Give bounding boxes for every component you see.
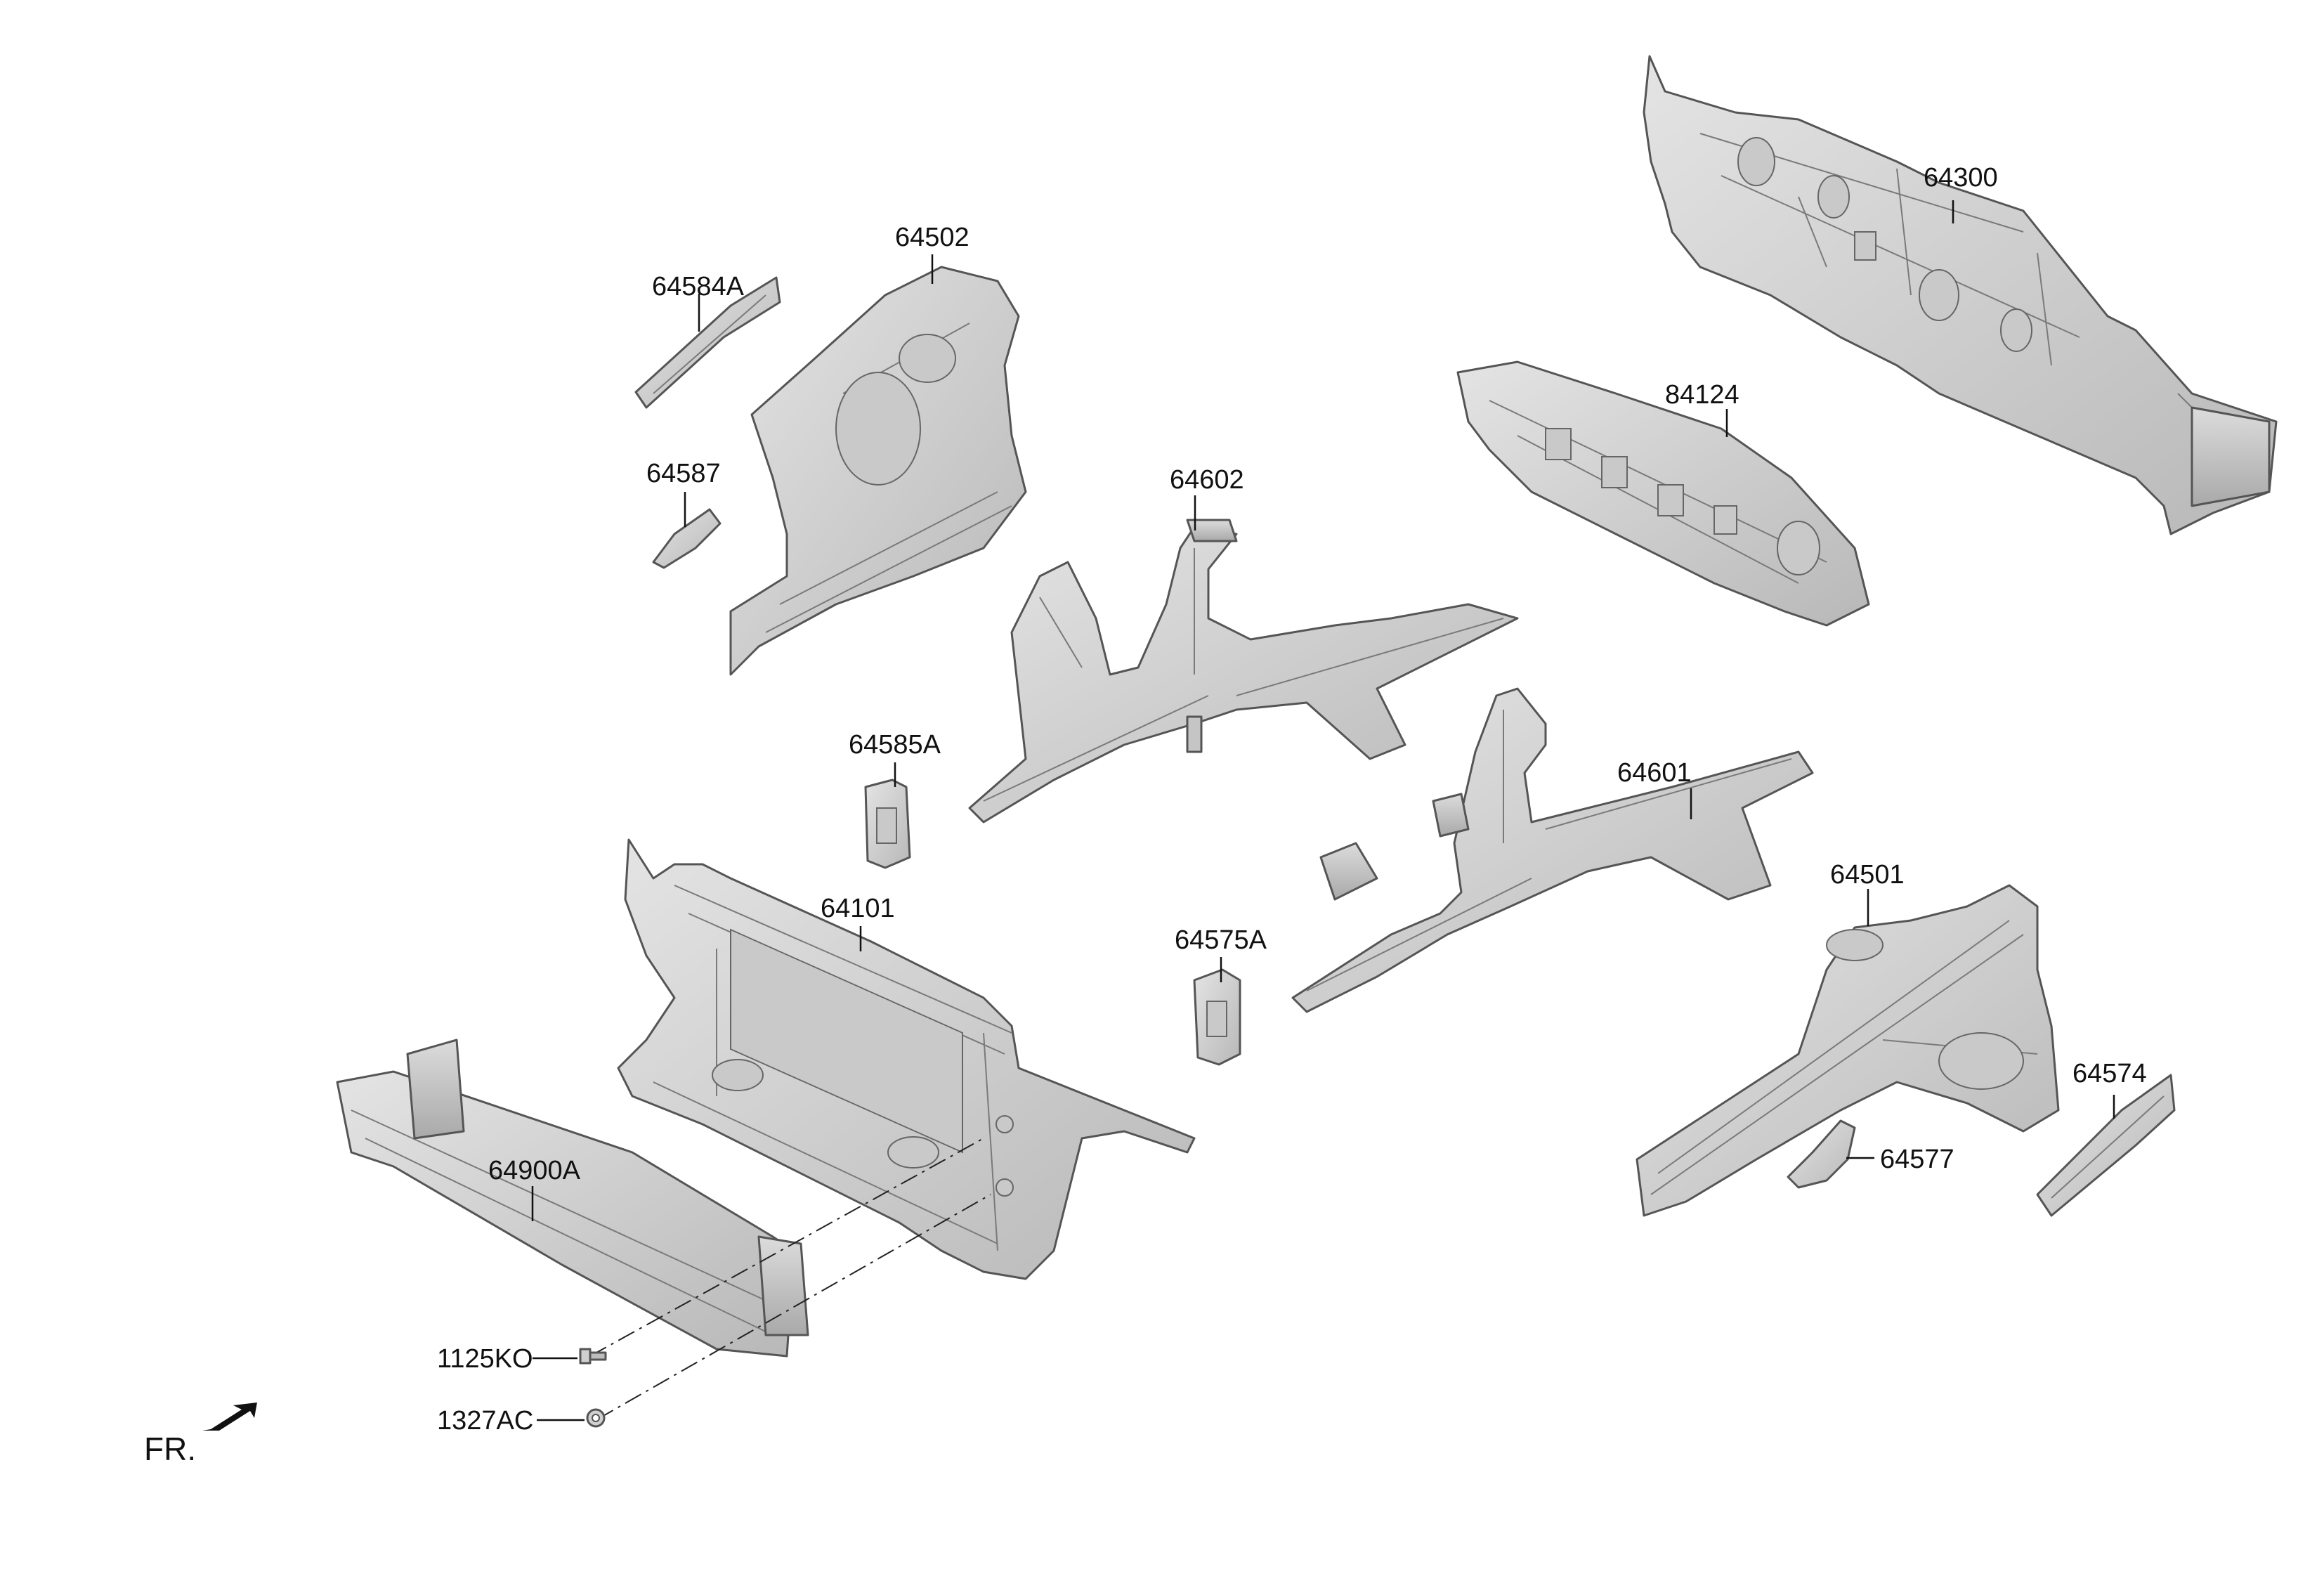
part-64602-side-member (968, 519, 1519, 824)
label-1327AC: 1327AC (437, 1406, 533, 1436)
label-64300: 64300 (1924, 163, 1998, 193)
front-direction-label: FR. (144, 1431, 196, 1467)
part-64584A-bracket (634, 276, 781, 409)
leader-lines (531, 200, 2115, 1421)
part-64585A-plate (864, 779, 911, 869)
label-64574: 64574 (2072, 1059, 2147, 1088)
label-64585A: 64585A (849, 730, 941, 760)
label-64602: 64602 (1170, 465, 1244, 495)
label-64502: 64502 (895, 223, 970, 252)
part-64502-apron (729, 266, 1027, 676)
part-64900A-bumper-beam (336, 1039, 809, 1358)
part-64501-apron (1636, 884, 2060, 1217)
part-64300-dash-panel (1643, 55, 2278, 535)
label-64900A: 64900A (488, 1156, 581, 1185)
part-64577-bracket (1787, 1119, 1856, 1189)
front-direction-arrow-icon (202, 1402, 257, 1431)
part-64575A-plate (1193, 968, 1241, 1066)
label-64587: 64587 (646, 459, 721, 488)
part-64574-bracket (2036, 1074, 2176, 1217)
part-64601-side-member (1291, 687, 1814, 1013)
nut-1327AC-icon (586, 1408, 606, 1428)
label-64101: 64101 (821, 894, 895, 923)
part-64101-carrier (617, 838, 1196, 1280)
label-64584A: 64584A (652, 272, 745, 301)
label-84124: 84124 (1665, 380, 1739, 410)
label-64577: 64577 (1880, 1145, 1954, 1174)
label-64601: 64601 (1617, 758, 1692, 788)
assembly-line-bolt (589, 1138, 984, 1357)
bolt-1125KO-icon (579, 1348, 607, 1365)
label-64575A: 64575A (1175, 925, 1267, 955)
label-64501: 64501 (1830, 860, 1905, 890)
assembly-line-nut (596, 1194, 991, 1420)
part-64587-bracket (652, 508, 722, 569)
part-84124-insulator (1456, 360, 1870, 627)
label-1125KO: 1125KO (437, 1344, 533, 1374)
